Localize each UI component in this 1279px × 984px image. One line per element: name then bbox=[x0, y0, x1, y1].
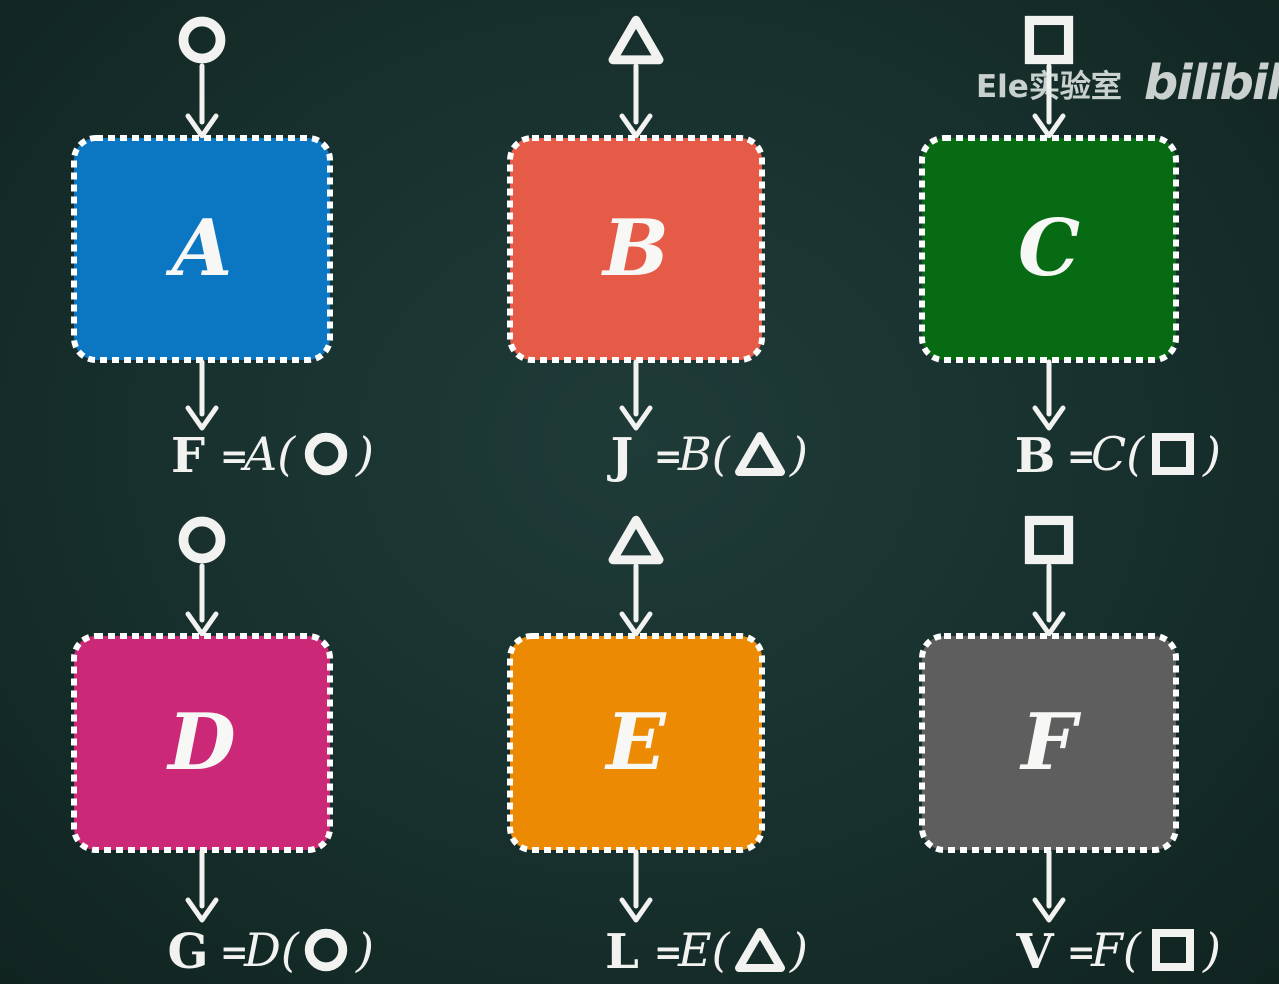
watermark-name: Ele实验室 bbox=[976, 68, 1122, 105]
watermark: Ele实验室 bilibili bbox=[976, 55, 1279, 111]
input-arrow bbox=[185, 63, 219, 139]
closing-paren: ) bbox=[1202, 427, 1221, 481]
function-unit-b: B J =B() bbox=[507, 15, 808, 484]
argument-triangle-icon bbox=[735, 928, 785, 972]
function-box bbox=[507, 633, 765, 853]
closing-paren: ) bbox=[789, 427, 808, 481]
input-arrow bbox=[619, 63, 653, 139]
output-variable: V bbox=[1015, 924, 1054, 980]
function-call: D( bbox=[243, 923, 300, 977]
output-arrow bbox=[185, 849, 219, 923]
equals-sign: = bbox=[220, 933, 249, 973]
output-equation: B =C() bbox=[1015, 427, 1221, 484]
function-unit-c: C B =C() bbox=[919, 15, 1221, 484]
function-units: AF=A()BJ=B()CB=C()DG=D()EL=E()FV=F() bbox=[71, 15, 1221, 980]
function-unit-e: E L =E() bbox=[507, 515, 808, 980]
output-arrow bbox=[1032, 359, 1066, 431]
function-call: B( bbox=[677, 427, 731, 481]
function-letter: B bbox=[601, 203, 669, 294]
function-unit-f: F V =F() bbox=[919, 515, 1221, 980]
function-letter: F bbox=[1019, 697, 1081, 788]
function-call: C( bbox=[1091, 427, 1145, 481]
argument-circle-icon bbox=[304, 432, 348, 476]
function-letter: D bbox=[166, 697, 236, 788]
output-variable: L bbox=[605, 924, 639, 980]
output-equation: G =D() bbox=[168, 923, 374, 980]
argument-circle-icon bbox=[304, 928, 348, 972]
output-equation: J =B() bbox=[607, 427, 808, 484]
output-variable: F bbox=[171, 428, 205, 484]
closing-paren: ) bbox=[789, 923, 808, 977]
input-circle-icon bbox=[178, 16, 226, 64]
equals-sign: = bbox=[654, 933, 683, 973]
function-call: E( bbox=[677, 923, 731, 977]
output-equation: F =A() bbox=[171, 427, 374, 484]
output-equation: V =F() bbox=[1015, 923, 1221, 980]
function-unit-d: D G =D() bbox=[71, 516, 374, 980]
function-call: F( bbox=[1090, 923, 1142, 977]
input-arrow bbox=[185, 563, 219, 637]
bilibili-logo: bilibili bbox=[1143, 55, 1279, 111]
output-arrow bbox=[185, 359, 219, 431]
output-variable: B bbox=[1015, 428, 1056, 484]
argument-triangle-icon bbox=[735, 432, 785, 476]
output-equation: L =E() bbox=[605, 923, 808, 980]
argument-square-icon bbox=[1152, 929, 1194, 971]
output-arrow bbox=[619, 849, 653, 923]
input-triangle-icon bbox=[608, 515, 664, 565]
equals-sign: = bbox=[654, 437, 683, 477]
input-arrow bbox=[619, 563, 653, 637]
output-variable: G bbox=[168, 924, 209, 980]
closing-paren: ) bbox=[355, 923, 374, 977]
equals-sign: = bbox=[1067, 933, 1096, 973]
function-letter: E bbox=[604, 697, 667, 788]
function-letter: A bbox=[165, 203, 233, 294]
argument-square-icon bbox=[1152, 433, 1194, 475]
output-variable: J bbox=[607, 428, 634, 484]
input-arrow bbox=[1032, 63, 1066, 139]
input-arrow bbox=[1032, 563, 1066, 637]
input-triangle-icon bbox=[608, 15, 664, 65]
function-call: A( bbox=[240, 427, 296, 481]
function-letter: C bbox=[1018, 203, 1080, 294]
input-square-icon bbox=[1024, 515, 1074, 565]
function-box bbox=[919, 135, 1179, 363]
equals-sign: = bbox=[1067, 437, 1096, 477]
closing-paren: ) bbox=[1202, 923, 1221, 977]
function-unit-a: A F =A() bbox=[71, 16, 374, 484]
output-arrow bbox=[619, 359, 653, 431]
output-arrow bbox=[1032, 849, 1066, 923]
input-circle-icon bbox=[178, 516, 226, 564]
input-square-icon bbox=[1024, 15, 1074, 65]
equals-sign: = bbox=[220, 437, 249, 477]
closing-paren: ) bbox=[355, 427, 374, 481]
